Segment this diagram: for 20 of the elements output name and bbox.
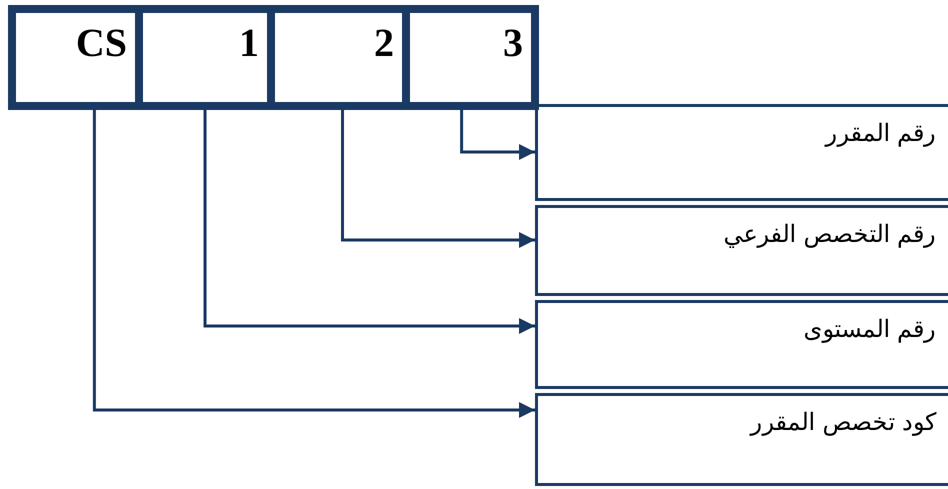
code-segment-cell xyxy=(275,5,410,110)
arrow xyxy=(460,110,535,160)
description-box xyxy=(535,300,948,389)
arrow xyxy=(204,110,535,334)
description-text: رقم المستوى xyxy=(803,315,936,344)
description-box xyxy=(535,104,948,201)
arrow xyxy=(341,110,535,248)
code-segment-cell xyxy=(410,5,539,110)
code-character: CS xyxy=(76,19,127,66)
code-segment-cell xyxy=(143,5,275,110)
description-text: رقم المقرر xyxy=(825,119,936,148)
arrow xyxy=(92,110,535,418)
description-text: كود تخصص المقرر xyxy=(750,408,936,437)
description-box xyxy=(535,205,948,296)
description-text: رقم التخصص الفرعي xyxy=(724,220,936,249)
code-character: 3 xyxy=(503,19,523,66)
description-box xyxy=(535,393,948,486)
code-character: 2 xyxy=(374,19,394,66)
code-segment-cell xyxy=(8,5,143,110)
code-character: 1 xyxy=(239,19,259,66)
